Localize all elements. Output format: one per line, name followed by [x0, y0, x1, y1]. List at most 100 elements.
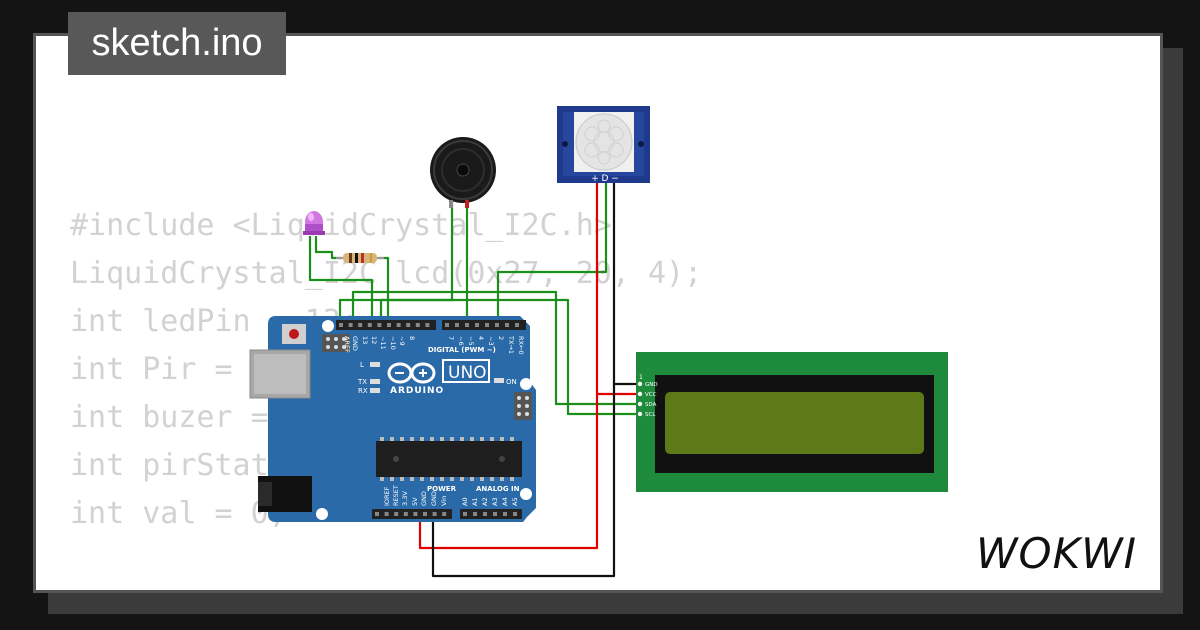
power-pin-label: 3.3V — [401, 491, 409, 506]
lcd-pin — [637, 401, 643, 407]
resistor — [336, 253, 384, 263]
sketch-title: sketch.ino — [68, 12, 286, 75]
lcd-pin-label: SCL — [645, 412, 656, 418]
header-pin — [495, 323, 499, 327]
power-pin-label: GND — [420, 491, 428, 506]
chip-pin — [460, 477, 464, 481]
rx-label: RX — [358, 387, 368, 395]
header-pin — [485, 323, 489, 327]
header-pin — [493, 512, 497, 516]
header-pin — [396, 323, 401, 327]
buzzer — [430, 137, 496, 208]
power-pin-label: Vin — [440, 496, 448, 506]
analog-pin-label: A5 — [511, 497, 519, 506]
header-pin — [445, 323, 449, 327]
header-pin — [455, 323, 459, 327]
header-pin — [423, 512, 427, 516]
lcd-pin — [637, 411, 643, 417]
chip-pin — [480, 477, 484, 481]
header-pin — [463, 512, 467, 516]
code-line: #include <LiquidCrystal_I2C.h> — [70, 208, 612, 243]
header-pin — [505, 323, 509, 327]
top-pin-label: ~6 — [457, 336, 465, 346]
header-pin — [339, 323, 343, 327]
chip-pin — [470, 477, 474, 481]
chip-pin — [380, 437, 384, 441]
pir-pin-vcc: + — [591, 174, 599, 184]
header-pin — [375, 512, 379, 516]
uno-logo: UNO — [448, 363, 487, 383]
header-pin — [473, 512, 477, 516]
chip-pin — [390, 477, 394, 481]
chip-pin — [430, 477, 434, 481]
lcd-display: 1 GND VCC SDA SCL — [636, 352, 948, 492]
chip-pin — [470, 437, 474, 441]
code-line: LiquidCrystal_I2C lcd(0x27, 20, 4); — [70, 256, 703, 291]
header-pin — [415, 323, 420, 327]
top-pin-label: 8 — [408, 336, 416, 340]
wires — [308, 182, 638, 578]
power-pin-label: GND — [430, 491, 438, 506]
chip-pin — [440, 477, 444, 481]
chip-pin — [400, 477, 404, 481]
wire-pir-gnd — [431, 182, 616, 578]
header-pin — [358, 323, 363, 327]
pir-pin-gnd: − — [611, 174, 619, 184]
chip-pin — [390, 437, 394, 441]
chip-pin — [430, 437, 434, 441]
chip-pin — [410, 477, 414, 481]
on-label: ON — [506, 378, 517, 386]
lcd-pin — [637, 391, 643, 397]
top-pin-label: 13 — [361, 336, 369, 344]
wire-buzzer-gnd — [379, 196, 454, 322]
analog-pin-label: A1 — [471, 497, 479, 506]
tx-label: TX — [357, 378, 367, 386]
wire-pir-signal — [496, 182, 608, 322]
wire-resistor-pin13 — [378, 256, 390, 322]
arduino-logo — [387, 362, 436, 384]
lcd-pin-1: 1 — [639, 374, 643, 381]
lcd-pin-label: VCC — [645, 392, 657, 398]
top-pin-label: ~3 — [487, 336, 495, 346]
chip-pin — [510, 477, 514, 481]
top-pin-label: RX←0 — [517, 336, 525, 355]
chip-pin — [420, 477, 424, 481]
top-pin-label: ~10 — [389, 336, 397, 350]
analog-pin-label: A2 — [481, 497, 489, 506]
arduino-brand: ARDUINO — [390, 386, 444, 396]
analog-pin-label: A0 — [461, 497, 469, 506]
analog-pin-label: A3 — [491, 497, 499, 506]
top-pin-label: 7 — [447, 336, 455, 340]
header-pin — [413, 512, 418, 516]
top-pin-label: 2 — [497, 336, 505, 340]
wire-led-anode — [314, 236, 342, 260]
chip-pin — [380, 477, 384, 481]
header-pin — [483, 512, 487, 516]
chip-pin — [440, 437, 444, 441]
chip-pin — [500, 477, 504, 481]
analog-pin-label: A4 — [501, 497, 509, 506]
power-label: POWER — [427, 485, 457, 493]
l-label: L — [360, 361, 364, 369]
chip-pin — [460, 437, 464, 441]
top-pin-label: ~5 — [467, 336, 475, 346]
pir-pin-signal: D — [602, 174, 609, 184]
chip-pin — [450, 437, 454, 441]
wokwi-logo: WOKWI — [976, 529, 1137, 578]
header-pin — [513, 512, 517, 516]
digital-label: DIGITAL (PWM ~) — [428, 346, 496, 354]
top-pin-label: GND — [351, 336, 359, 351]
header-pin — [465, 323, 469, 327]
header-pin — [387, 323, 391, 327]
header-pin — [503, 512, 507, 516]
lcd-pin-label: SDA — [645, 402, 657, 408]
chip-pin — [410, 437, 414, 441]
wire-sda — [351, 290, 638, 406]
header-pin — [348, 323, 353, 327]
lcd-pin-label: GND — [645, 382, 658, 388]
analog-label: ANALOG IN — [476, 485, 520, 493]
top-pin-label: ~11 — [379, 336, 387, 350]
header-pin — [432, 512, 437, 516]
chip-pin — [480, 437, 484, 441]
